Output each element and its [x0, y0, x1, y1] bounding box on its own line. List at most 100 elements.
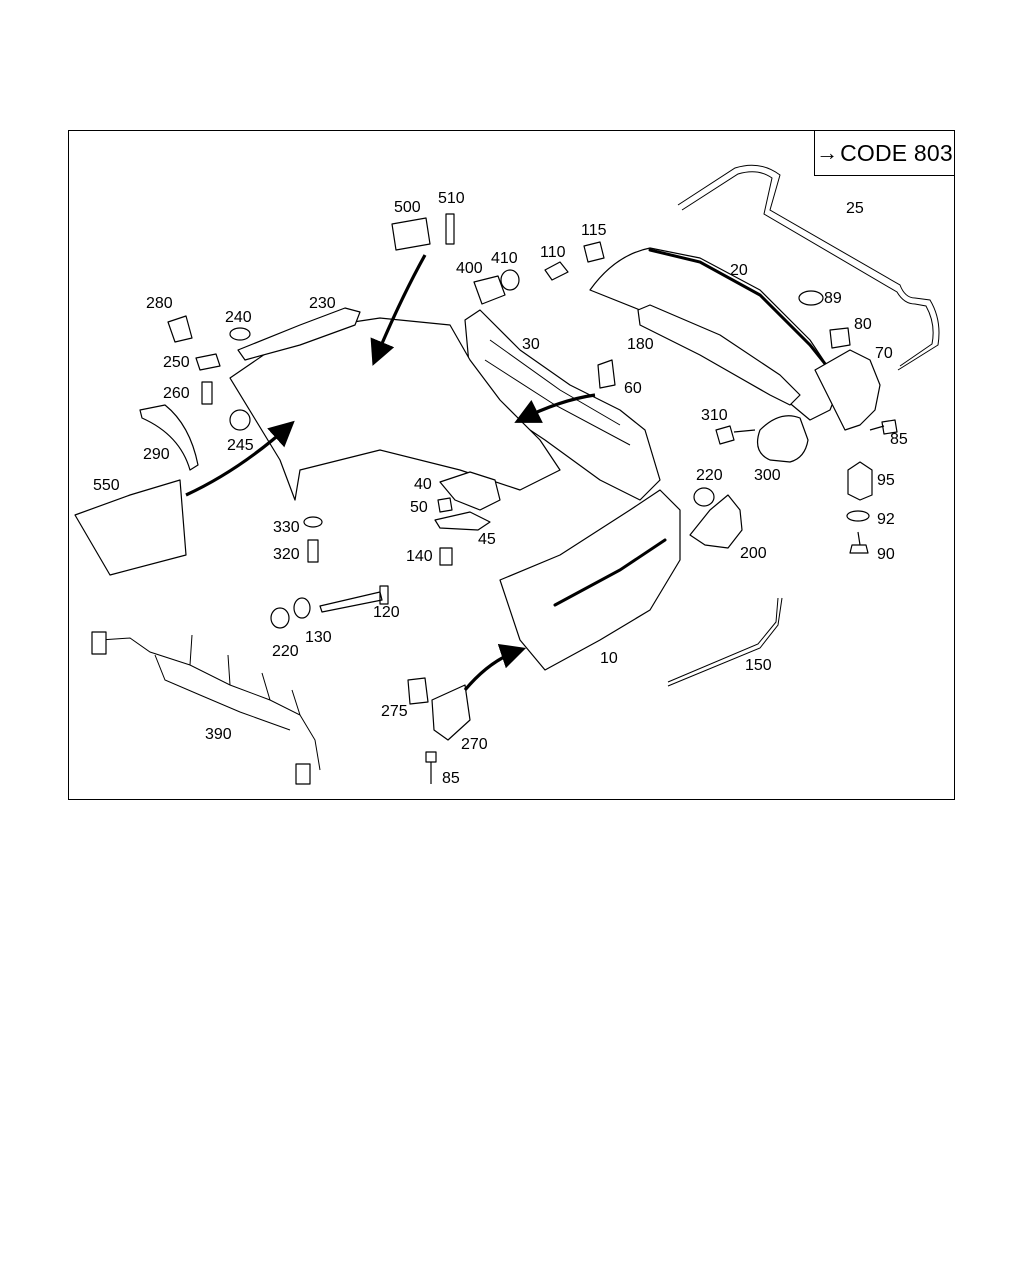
callout-390: 390 [205, 726, 232, 743]
part-95-nut-clip [847, 461, 873, 501]
code-label: CODE 803 [840, 139, 953, 166]
callout-500: 500 [394, 199, 421, 216]
part-25-trim-outline [677, 164, 940, 371]
part-280-clip [167, 315, 193, 343]
callout-230: 230 [309, 295, 336, 312]
callout-40: 40 [414, 476, 432, 493]
part-120-bolt [319, 585, 389, 613]
part-115-clip [583, 241, 605, 263]
callout-80: 80 [854, 316, 872, 333]
callout-45: 45 [478, 531, 496, 548]
part-245-grommet [229, 409, 251, 431]
callout-300: 300 [754, 467, 781, 484]
diagram-frame [68, 130, 955, 800]
part-550-film [74, 479, 187, 576]
part-150-strip [667, 597, 783, 687]
part-110-clip [544, 261, 569, 281]
part-50-clip [437, 497, 453, 513]
callout-85-right: 85 [890, 431, 908, 448]
callout-280: 280 [146, 295, 173, 312]
part-70-bracket [814, 349, 881, 431]
part-200-bracket [689, 494, 743, 549]
callout-95: 95 [877, 472, 895, 489]
part-20-edge [648, 248, 832, 372]
part-180-trim-strip [637, 304, 801, 406]
part-85-pin-right [869, 419, 898, 435]
part-130-washer [293, 597, 311, 619]
callout-330: 330 [273, 519, 300, 536]
part-410-ring [500, 269, 520, 291]
part-10-edge [553, 538, 667, 607]
callout-90: 90 [877, 546, 895, 563]
part-89-emblem [798, 290, 824, 306]
callout-115: 115 [581, 222, 607, 239]
callout-180: 180 [627, 336, 654, 353]
part-140-screw [439, 547, 453, 566]
code-reference-box: → CODE 803 [814, 130, 955, 176]
callout-410: 410 [491, 250, 518, 267]
callout-400: 400 [456, 260, 483, 277]
pointer-arrow-500 [370, 254, 427, 366]
part-40-bracket [439, 471, 501, 511]
callout-89: 89 [824, 290, 842, 307]
part-250-clip [195, 353, 221, 371]
part-275-clip [407, 677, 429, 705]
callout-85-bottom: 85 [442, 770, 460, 787]
pointer-arrow-550 [185, 420, 295, 497]
callout-130: 130 [305, 629, 332, 646]
callout-60: 60 [624, 380, 642, 397]
part-390-harness [99, 634, 321, 771]
part-240-nut [229, 327, 251, 341]
callout-200: 200 [740, 545, 767, 562]
part-230-trim [237, 307, 361, 361]
callout-220-right: 220 [696, 467, 723, 484]
part-270-guard [431, 684, 471, 741]
pointer-arrow-30 [514, 393, 596, 423]
part-80-clip [829, 327, 851, 349]
callout-110: 110 [540, 244, 566, 261]
part-220-nut-left [270, 607, 290, 629]
part-400-sensor-housing [473, 275, 506, 305]
part-320-screw [307, 539, 319, 563]
callout-310: 310 [701, 407, 728, 424]
callout-290: 290 [143, 446, 170, 463]
part-310-screw [715, 425, 756, 445]
part-85-pin-bottom [425, 751, 437, 784]
part-510-bracket [445, 213, 455, 245]
part-330-washer [303, 516, 323, 528]
part-260-screw [201, 381, 213, 405]
part-45-bracket [434, 511, 491, 531]
callout-10: 10 [600, 650, 618, 667]
callout-510: 510 [438, 190, 465, 207]
part-10-lower-bumper [499, 489, 681, 671]
callout-275: 275 [381, 703, 408, 720]
part-300-sensor [757, 415, 809, 463]
callout-260: 260 [163, 385, 190, 402]
callout-250: 250 [163, 354, 190, 371]
callout-140: 140 [406, 548, 433, 565]
callout-20: 20 [730, 262, 748, 279]
callout-70: 70 [875, 345, 893, 362]
pointer-arrow-270 [463, 643, 527, 692]
arrow-right-icon: → [816, 140, 839, 165]
callout-220-left: 220 [272, 643, 299, 660]
part-90-screw [849, 531, 869, 554]
part-290-trim [139, 404, 199, 471]
callout-30: 30 [522, 336, 540, 353]
callout-245: 245 [227, 437, 254, 454]
callout-120: 120 [373, 604, 400, 621]
callout-550: 550 [93, 477, 120, 494]
part-390-connector-left [91, 631, 107, 655]
callout-50: 50 [410, 499, 428, 516]
callout-25: 25 [846, 200, 864, 217]
part-60-bracket [597, 359, 616, 389]
part-220-nut-right [693, 487, 715, 507]
callout-240: 240 [225, 309, 252, 326]
callout-150: 150 [745, 657, 772, 674]
part-92-washer [846, 510, 870, 522]
callout-320: 320 [273, 546, 300, 563]
callout-92: 92 [877, 511, 895, 528]
callout-270: 270 [461, 736, 488, 753]
part-500-control-unit [391, 217, 431, 251]
